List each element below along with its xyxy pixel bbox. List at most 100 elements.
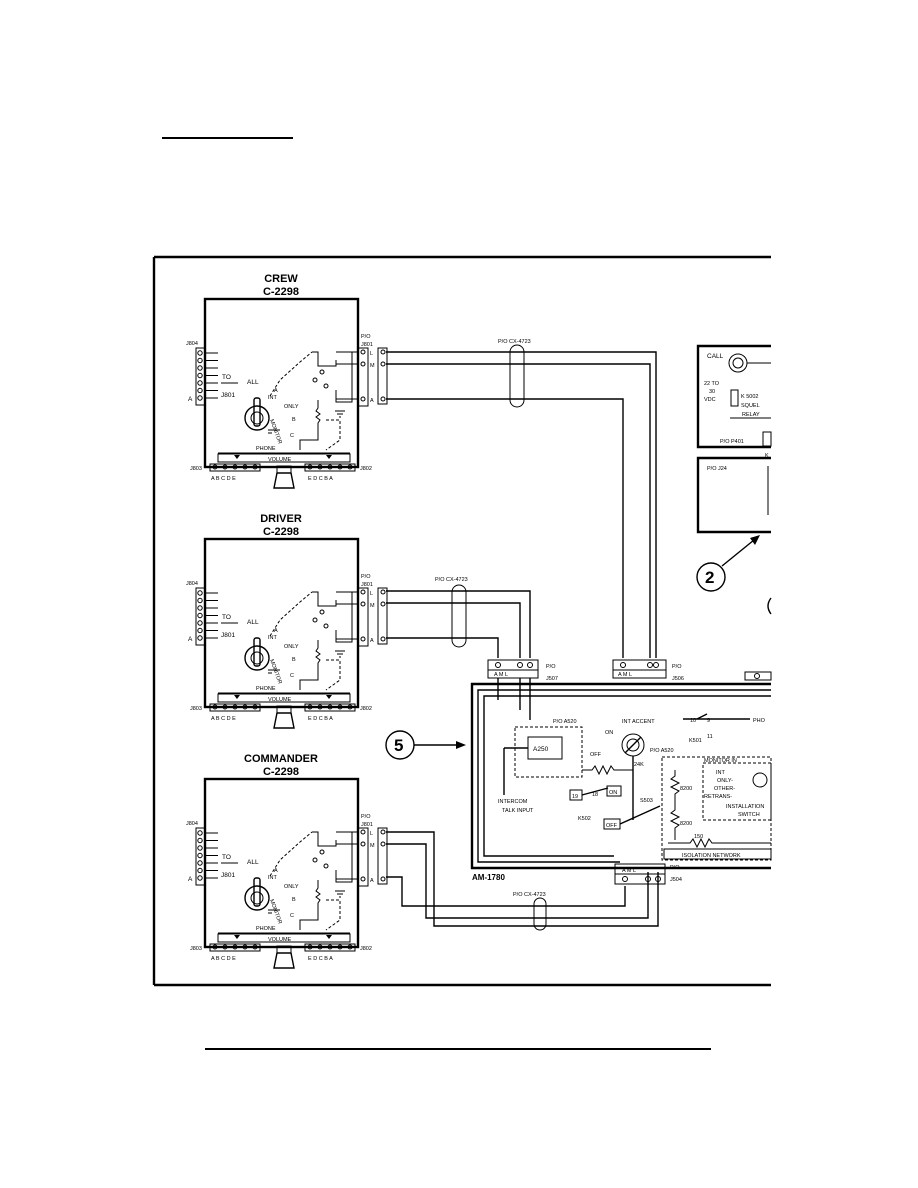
relay-box: CALL 22 TO 30 VDC K 5002 SQUEL RELAY P/O… bbox=[696, 344, 772, 615]
pho-label: PHO bbox=[753, 718, 766, 724]
left-terminal-pin bbox=[197, 605, 203, 611]
left-terminal-pin bbox=[197, 837, 203, 844]
right-connector-strip bbox=[357, 827, 369, 887]
monitor-knob bbox=[244, 405, 270, 431]
left-terminal-pin bbox=[197, 875, 203, 881]
to-label: TO bbox=[222, 374, 231, 381]
res-24k-label: 24K bbox=[634, 762, 644, 768]
to-target: J801 bbox=[221, 392, 235, 399]
volume-bar bbox=[217, 453, 351, 463]
only-label: ONLY- bbox=[717, 778, 733, 784]
to-label: TO bbox=[222, 614, 231, 621]
bottom-right-pin bbox=[327, 464, 333, 470]
volume-resistor bbox=[299, 400, 321, 450]
s503-label: S503 bbox=[640, 798, 653, 804]
to-label: TO bbox=[222, 854, 231, 861]
switch-wire bbox=[312, 831, 337, 847]
right-plug bbox=[377, 827, 388, 885]
left-terminal-pin bbox=[197, 620, 203, 626]
amp-name: AM-1780 bbox=[472, 873, 505, 882]
j507-pref: P/O bbox=[546, 664, 556, 670]
left-connector-label: J804 bbox=[186, 821, 198, 827]
bottom-left-pin bbox=[232, 944, 238, 950]
volume-label: VOLUME bbox=[268, 697, 292, 703]
left-terminal-pin bbox=[197, 357, 203, 364]
j24-box-outline bbox=[696, 456, 771, 534]
right-pin bbox=[360, 636, 366, 642]
cable-label-driver: P/O CX-4723 bbox=[435, 577, 468, 583]
left-pin-a: A bbox=[188, 876, 193, 883]
right-pin bbox=[360, 396, 366, 402]
a520-dashed-box bbox=[514, 726, 583, 778]
switch-all: ALL bbox=[247, 859, 259, 866]
right-connector: J801 bbox=[361, 582, 373, 588]
switch-dash-link bbox=[269, 591, 313, 637]
squelch-label: SQUEL bbox=[741, 403, 760, 409]
left-pin-a: A bbox=[188, 636, 193, 643]
retrans-label: RETRANS- bbox=[704, 794, 732, 800]
monitor-knob-pointer bbox=[253, 397, 261, 427]
right-connector: J801 bbox=[361, 342, 373, 348]
right-pin-label: M bbox=[370, 843, 375, 849]
switch-a: A bbox=[274, 868, 278, 874]
bottom-right-pin bbox=[327, 944, 333, 950]
right-pin-label: L bbox=[370, 351, 373, 357]
switch-only: ONLY bbox=[284, 644, 299, 650]
monitor-knob-pointer bbox=[253, 877, 261, 907]
volume-resistor bbox=[299, 640, 321, 690]
monitor-knob-inner bbox=[250, 891, 264, 905]
switch-all: ALL bbox=[247, 379, 259, 386]
monitor-knob bbox=[244, 645, 270, 671]
cable-crew-to-j506: P/O CX-4723 bbox=[386, 339, 657, 658]
speaker-cone bbox=[273, 472, 295, 489]
bottom-right-pin bbox=[337, 464, 343, 470]
speaker-cone bbox=[273, 712, 295, 729]
unit-model: C-2298 bbox=[263, 526, 299, 538]
left-terminal-pin bbox=[197, 830, 203, 836]
callout-5: 5 bbox=[394, 736, 403, 755]
plug-pin bbox=[380, 396, 386, 402]
right-pin-label: A bbox=[370, 398, 374, 404]
j506-pins: A M L bbox=[618, 672, 632, 678]
monitor-knob-inner bbox=[250, 651, 264, 665]
unit-commander: COMMANDERC-2298J804ATOJ801ALLAINTONLYBCM… bbox=[186, 753, 388, 969]
bottom-left-pin bbox=[212, 704, 218, 710]
switch-contact bbox=[323, 623, 329, 629]
plug-pin bbox=[380, 829, 386, 835]
right-pin-label: L bbox=[370, 591, 373, 597]
right-pin-label: M bbox=[370, 603, 375, 609]
bottom-left-strip bbox=[209, 463, 261, 472]
left-terminal-strip bbox=[195, 587, 206, 646]
cable-sleeve-driver bbox=[451, 584, 467, 648]
voltage-line-3: VDC bbox=[704, 397, 716, 403]
left-terminal-pin bbox=[197, 867, 203, 874]
unit-crew: CREWC-2298J804ATOJ801ALLAINTONLYBCMONITO… bbox=[186, 273, 388, 489]
left-terminal-pin bbox=[197, 597, 203, 604]
bottom-left-pin bbox=[252, 704, 258, 710]
right-connector-pref: P/O bbox=[361, 334, 371, 340]
bottom-right-strip bbox=[304, 943, 356, 952]
volume-label: VOLUME bbox=[268, 937, 292, 943]
intercom-talk-input-1: INTERCOM bbox=[498, 799, 528, 805]
switch-c: C bbox=[290, 913, 294, 919]
left-terminal-pin bbox=[197, 860, 203, 866]
switch-a: A bbox=[274, 388, 278, 394]
r-8200b: 8200 bbox=[680, 821, 692, 827]
voltage-line-2: 30 bbox=[709, 389, 715, 395]
bottom-left-pin bbox=[242, 944, 248, 950]
left-terminal-strip bbox=[195, 347, 206, 406]
call-lamp bbox=[728, 353, 748, 373]
volume-resistor bbox=[299, 880, 321, 930]
j507-label: J507 bbox=[546, 676, 558, 682]
left-terminal-pin bbox=[197, 845, 203, 851]
bottom-right-pins: E D C B A bbox=[308, 956, 333, 962]
bottom-left-strip bbox=[209, 943, 261, 952]
phone-symbol bbox=[268, 669, 280, 674]
switch-only: ONLY bbox=[284, 404, 299, 410]
right-plug bbox=[377, 587, 388, 645]
right-connector-pref: P/O bbox=[361, 574, 371, 580]
bottom-right-connector: J802 bbox=[360, 946, 372, 952]
pin-9: 9 bbox=[707, 718, 710, 724]
right-pin bbox=[360, 829, 366, 835]
